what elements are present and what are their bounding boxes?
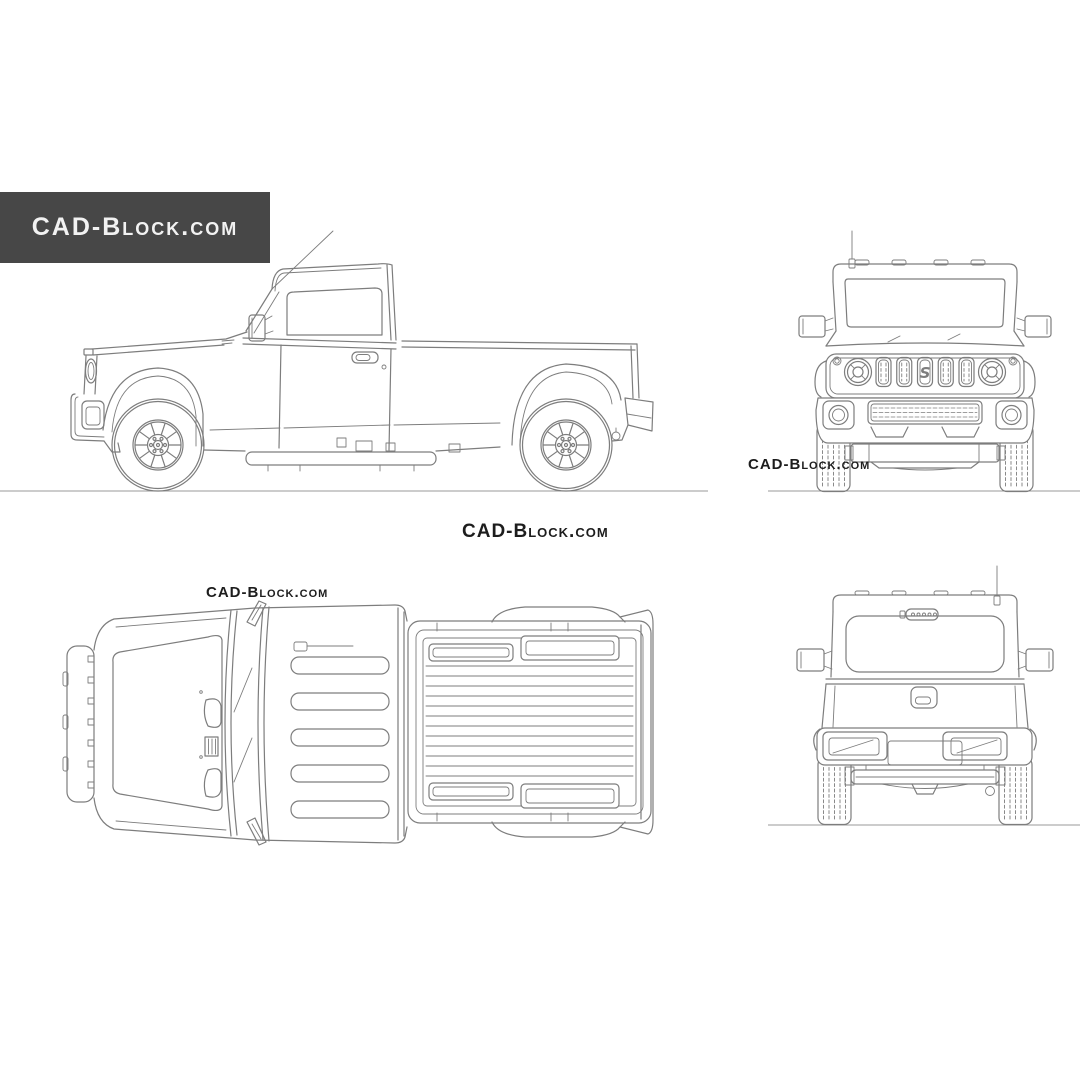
bed-rail [401,340,638,351]
skid-plate [870,461,980,469]
wipers [233,667,253,783]
watermark-front-view: CAD-Block.com [748,456,871,473]
bed-floor [422,637,637,807]
right-mirror [1025,648,1054,672]
rear-crossmember [850,769,1000,785]
right-mirror [1024,315,1052,338]
grille-brand-logo: S [920,364,931,382]
side-view-drawing [70,230,654,492]
right-fog-light [995,400,1028,430]
license-recess [887,740,963,766]
bed-outer-rail [407,620,652,824]
bed-tray [520,635,620,661]
beltline [825,678,1025,685]
windshield [844,278,1006,328]
left-mirror [798,315,826,338]
hitch [911,783,939,795]
bed-tray [520,783,620,809]
bed-floor-ribs [425,665,634,777]
door-window [286,287,383,336]
left-mirror [796,648,825,672]
left-taillight [822,731,888,761]
cad-block-logo-text: CAD-Block.com [31,213,239,241]
door-handle [351,351,379,364]
front-bumper-top [66,645,95,803]
rear-bumper [624,397,654,432]
grille-slots: S [875,356,975,388]
body-bottom-edge [93,797,408,844]
roof [832,263,1018,283]
windshield-rear-edge [257,606,270,842]
roof-slat [290,764,390,783]
front-bumper [70,393,105,442]
windshield-front-edge [224,609,238,837]
watermark-center: CAD-Block.com [462,521,609,542]
bed-tray [428,782,514,801]
bottom-left-mirror [246,817,267,846]
roof-slat [290,728,390,747]
rear-wheel-bulge-bottom [491,821,626,838]
antenna [271,230,334,290]
top-left-mirror [246,600,267,627]
front-view-drawing: S [798,230,1052,493]
cad-block-logo-badge: CAD-Block.com [0,192,270,263]
cowl-vent-top [203,698,222,728]
side-mirror [248,314,266,342]
rear-wheel-bulge-top [491,606,626,623]
roof [832,594,1018,613]
headlight-side [84,358,98,384]
hood-edge [825,342,1025,347]
bed-inner-rail [415,629,644,815]
tailgate-handle [910,686,938,709]
roof-slat [290,800,390,819]
right-taillight [942,731,1008,761]
rear-wheel [519,398,613,492]
rear-view-drawing [796,565,1054,826]
rear-fender-flare [511,363,622,446]
hood-top [112,634,223,812]
running-board [245,451,437,466]
rear-corner-caps [619,609,654,835]
watermark-top-view: CAD-Block.com [206,584,329,601]
bumper-mesh [867,400,983,425]
rear-right-tire [998,756,1033,826]
roof-slat [290,656,390,675]
fender-flares [814,360,1036,398]
rear-left-tire [817,756,852,826]
right-headlight [977,357,1007,387]
body-top-edge [93,604,408,651]
bed-tray [428,643,514,662]
roof-antenna-base [293,641,308,652]
brake-light [905,608,939,621]
left-headlight [843,357,873,387]
exhaust-tip [985,786,995,796]
roof-slat [290,692,390,711]
top-view-drawing [62,600,654,846]
cowl-vent-bottom [203,768,222,798]
front-wheel [111,398,205,492]
valance [850,443,1000,463]
door-seams [278,344,392,451]
left-fog-light [822,400,855,430]
cab-rear-edge [397,607,405,841]
rear-window [845,615,1005,673]
hood [91,331,248,356]
front-bumper [815,397,1035,444]
front-fender-flare [102,367,204,447]
